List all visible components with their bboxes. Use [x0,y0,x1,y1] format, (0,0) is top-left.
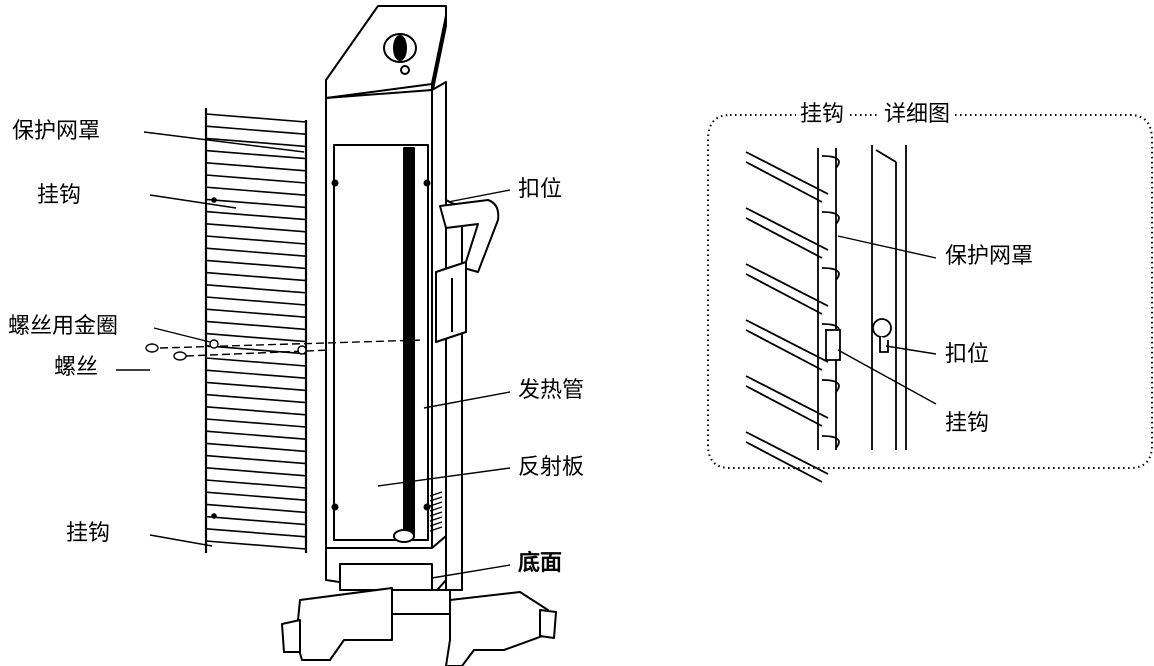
detail-label-guard: 保护网罩 [945,244,1034,269]
leader-lines [116,131,511,579]
detail-title-hook: 挂钩 [796,102,849,128]
detail-label-hook: 挂钩 [945,411,990,436]
label-hook-top: 挂钩 [37,183,82,208]
detail-view [707,114,1153,483]
label-hook-bottom: 挂钩 [66,521,111,546]
label-guard: 保护网罩 [12,119,101,144]
detail-label-latch: 扣位 [945,342,990,367]
label-reflector: 反射板 [518,455,585,480]
detail-title-detail: 详细图 [880,102,955,128]
label-latch: 扣位 [518,177,563,202]
label-screw-washer: 螺丝用金圈 [8,314,119,339]
label-heating-tube: 发热管 [518,378,585,403]
screw-assembly [145,339,425,361]
guard-grille [204,108,308,553]
label-screw: 螺丝 [54,355,99,380]
label-base: 底面 [518,551,563,576]
heater-tower [281,5,557,666]
